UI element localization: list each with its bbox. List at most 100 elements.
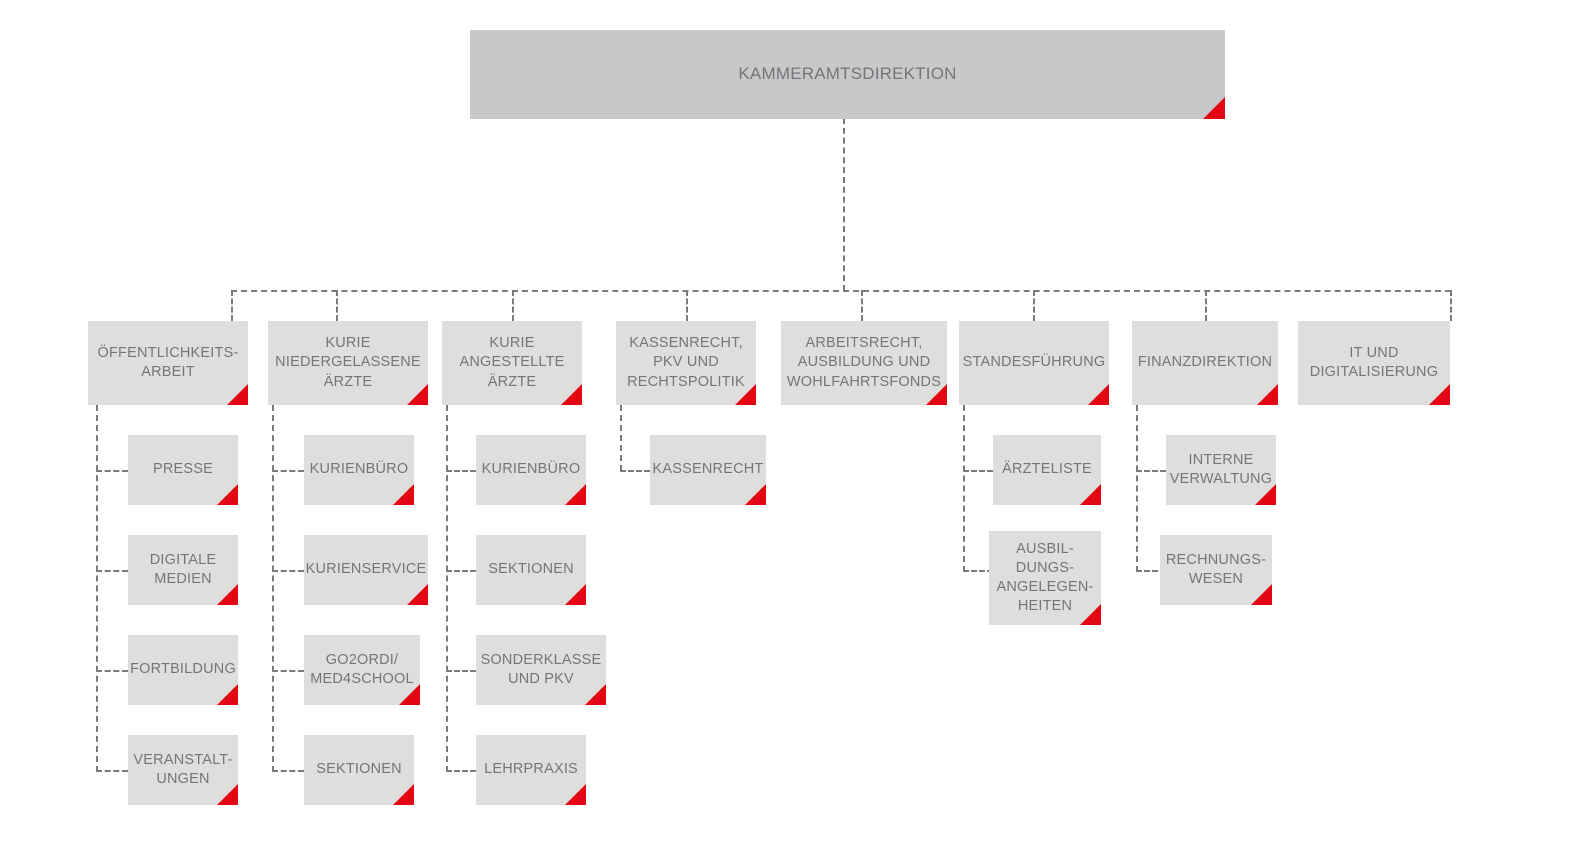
connector-col3-spine: [446, 405, 448, 772]
node-presse[interactable]: PRESSE: [128, 435, 238, 505]
connector-col4-stub-1: [620, 470, 650, 472]
accent-corner-icon: [565, 784, 586, 805]
node-label: KURIE ANGESTELLTE ÄRZTE: [459, 335, 565, 390]
connector-bus-drop-6: [1033, 290, 1035, 321]
node-sonderklasse-und-pkv[interactable]: SONDERKLASSE UND PKV: [476, 635, 606, 705]
node-label: KURIENSERVICE: [305, 561, 427, 578]
node-finanzdirektion[interactable]: FINANZDIREKTION: [1132, 321, 1278, 405]
accent-corner-icon: [565, 584, 586, 605]
node-label: STANDESFÜHRUNG: [962, 354, 1106, 371]
node-label: KASSENRECHT: [652, 461, 764, 478]
node-veranstaltungen[interactable]: VERANSTALT- UNGEN: [128, 735, 238, 805]
node-label: FORTBILDUNG: [130, 661, 236, 678]
connector-col3-stub-1: [446, 470, 476, 472]
node-kassenrecht[interactable]: KASSENRECHT: [650, 435, 766, 505]
node-ausbildungsangelegenheiten[interactable]: AUSBIL- DUNGS- ANGELEGEN- HEITEN: [989, 531, 1101, 625]
node-arbeitsrecht-ausbildung-wohlfahrtsfonds[interactable]: ARBEITSRECHT, AUSBILDUNG UND WOHLFAHRTSF…: [781, 321, 947, 405]
accent-corner-icon: [1203, 97, 1225, 119]
accent-corner-icon: [735, 384, 756, 405]
connector-col7-stub-1: [1136, 470, 1166, 472]
accent-corner-icon: [1257, 384, 1278, 405]
node-kurienbuero-angestellte[interactable]: KURIENBÜRO: [476, 435, 586, 505]
node-sektionen-niedergelassene[interactable]: SEKTIONEN: [304, 735, 414, 805]
connector-col4-spine: [620, 405, 622, 471]
connector-bus-drop-4: [686, 290, 688, 321]
node-kurienbuero-niedergelassene[interactable]: KURIENBÜRO: [304, 435, 414, 505]
connector-bus-drop-2: [336, 290, 338, 321]
accent-corner-icon: [217, 584, 238, 605]
connector-col3-stub-4: [446, 770, 476, 772]
connector-col1-stub-2: [96, 570, 128, 572]
node-label: INTERNE VERWALTUNG: [1169, 451, 1273, 487]
node-go2ordi-med4school[interactable]: GO2ORDI/ MED4SCHOOL: [304, 635, 420, 705]
node-label: ÄRZTELISTE: [1002, 461, 1092, 478]
accent-corner-icon: [1080, 604, 1101, 625]
node-rechnungswesen[interactable]: RECHNUNGS- WESEN: [1160, 535, 1272, 605]
accent-corner-icon: [926, 384, 947, 405]
accent-corner-icon: [1088, 384, 1109, 405]
node-it-und-digitalisierung[interactable]: IT UND DIGITALISIERUNG: [1298, 321, 1450, 405]
connector-col3-stub-3: [446, 670, 476, 672]
accent-corner-icon: [565, 484, 586, 505]
node-label: PRESSE: [152, 461, 214, 478]
node-label: DIGITALE MEDIEN: [149, 551, 217, 587]
connector-col2-stub-3: [272, 670, 304, 672]
node-label: KAMMERAMTSDIREKTION: [738, 64, 957, 84]
node-label: KASSENRECHT, PKV UND RECHTSPOLITIK: [627, 335, 745, 390]
node-digitale-medien[interactable]: DIGITALE MEDIEN: [128, 535, 238, 605]
node-label: GO2ORDI/ MED4SCHOOL: [310, 651, 414, 687]
accent-corner-icon: [217, 684, 238, 705]
node-label: ARBEITSRECHT, AUSBILDUNG UND WOHLFAHRTSF…: [786, 335, 942, 390]
node-label: KURIE NIEDERGELASSENE ÄRZTE: [275, 335, 421, 390]
node-interne-verwaltung[interactable]: INTERNE VERWALTUNG: [1166, 435, 1276, 505]
node-oeffentlichkeitsarbeit[interactable]: ÖFFENTLICHKEITS- ARBEIT: [88, 321, 248, 405]
connector-bus-drop-3: [512, 290, 514, 321]
node-label: AUSBIL- DUNGS- ANGELEGEN- HEITEN: [996, 540, 1094, 615]
connector-col2-stub-1: [272, 470, 304, 472]
connector-col6-spine: [963, 405, 965, 572]
node-aerzteliste[interactable]: ÄRZTELISTE: [993, 435, 1101, 505]
accent-corner-icon: [399, 684, 420, 705]
node-label: VERANSTALT- UNGEN: [133, 751, 233, 787]
accent-corner-icon: [407, 584, 428, 605]
accent-corner-icon: [745, 484, 766, 505]
connector-bus-drop-1: [231, 290, 233, 321]
connector-col2-stub-4: [272, 770, 304, 772]
connector-col7-spine: [1136, 405, 1138, 572]
accent-corner-icon: [393, 784, 414, 805]
node-kurie-angestellte-aerzte[interactable]: KURIE ANGESTELLTE ÄRZTE: [442, 321, 582, 405]
node-kurie-niedergelassene-aerzte[interactable]: KURIE NIEDERGELASSENE ÄRZTE: [268, 321, 428, 405]
accent-corner-icon: [1251, 584, 1272, 605]
accent-corner-icon: [217, 484, 238, 505]
node-kurienservice[interactable]: KURIENSERVICE: [304, 535, 428, 605]
node-fortbildung[interactable]: FORTBILDUNG: [128, 635, 238, 705]
accent-corner-icon: [585, 684, 606, 705]
node-lehrpraxis[interactable]: LEHRPRAXIS: [476, 735, 586, 805]
accent-corner-icon: [407, 384, 428, 405]
node-label: RECHNUNGS- WESEN: [1165, 551, 1267, 587]
accent-corner-icon: [393, 484, 414, 505]
connector-col1-stub-4: [96, 770, 128, 772]
connector-main-bus: [231, 290, 1451, 292]
node-standesfuehrung[interactable]: STANDESFÜHRUNG: [959, 321, 1109, 405]
node-label: SEKTIONEN: [316, 761, 402, 778]
connector-root-drop: [843, 118, 845, 291]
node-label: FINANZDIREKTION: [1137, 354, 1273, 371]
node-sektionen-angestellte[interactable]: SEKTIONEN: [476, 535, 586, 605]
connector-col2-stub-2: [272, 570, 304, 572]
node-label: SONDERKLASSE UND PKV: [480, 651, 602, 687]
connector-bus-drop-7: [1205, 290, 1207, 321]
accent-corner-icon: [1429, 384, 1450, 405]
node-label: SEKTIONEN: [488, 561, 574, 578]
node-kammeramtsdirektion[interactable]: KAMMERAMTSDIREKTION: [470, 30, 1225, 119]
connector-bus-drop-8: [1450, 290, 1452, 321]
accent-corner-icon: [561, 384, 582, 405]
connector-col1-stub-3: [96, 670, 128, 672]
node-label: KURIENBÜRO: [309, 461, 409, 478]
connector-col1-spine: [96, 405, 98, 772]
node-label: LEHRPRAXIS: [484, 761, 578, 778]
node-kassenrecht-pkv-rechtspolitik[interactable]: KASSENRECHT, PKV UND RECHTSPOLITIK: [616, 321, 756, 405]
node-label: ÖFFENTLICHKEITS- ARBEIT: [97, 344, 239, 380]
connector-col3-stub-2: [446, 570, 476, 572]
accent-corner-icon: [217, 784, 238, 805]
